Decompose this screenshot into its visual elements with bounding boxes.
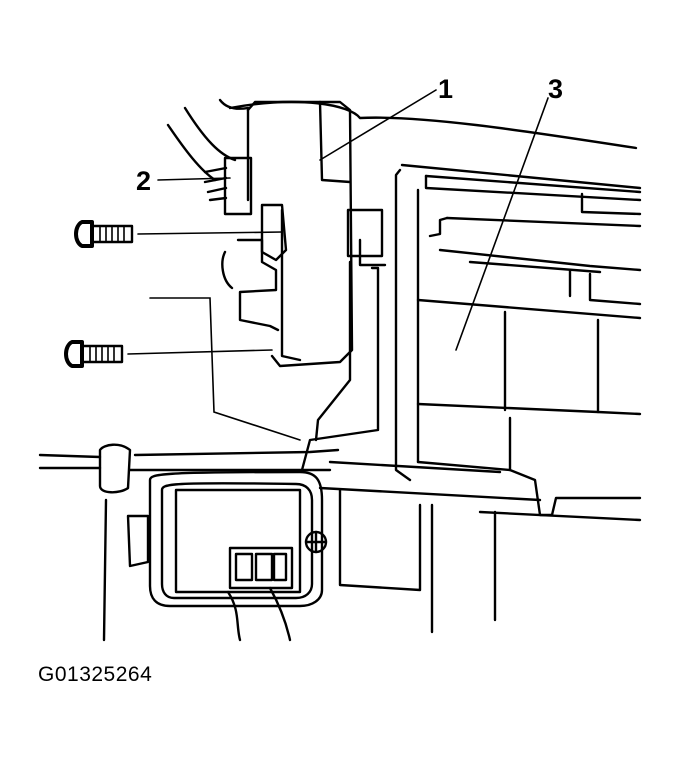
callout-2-leader: [157, 177, 231, 181]
leader-line: [137, 231, 283, 235]
callout-1-leader: [319, 89, 437, 161]
wire-harness-connector: [166, 98, 253, 216]
component-1-module: [221, 100, 384, 368]
connector-icon: [226, 546, 294, 642]
callout-1: 1: [438, 74, 453, 104]
callout-2: 2: [136, 166, 151, 196]
housing-assembly: [38, 100, 642, 642]
leader-line: [127, 349, 273, 355]
callout-3-leader: [455, 97, 549, 351]
ground-symbol-icon: [304, 530, 328, 554]
figure-id: G01325264: [38, 663, 153, 686]
lower-panel: [126, 470, 324, 608]
screw-icon: [64, 340, 124, 368]
screw-icon: [74, 220, 134, 248]
callout-3: 3: [548, 74, 563, 104]
